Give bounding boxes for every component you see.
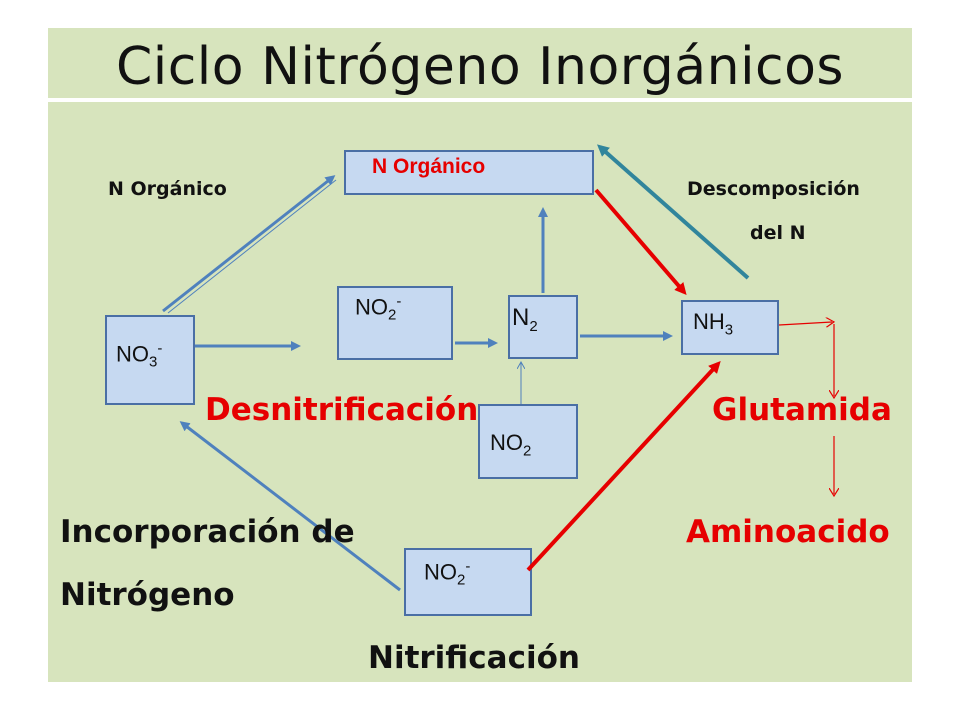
no2-mid-label: NO2 — [490, 430, 532, 460]
desnitrificacion-label: Desnitrificación — [205, 392, 479, 428]
no2-bottom-label: NO2- — [424, 558, 471, 589]
box-no2-top — [337, 286, 453, 360]
arrow-nh3-to-norganico — [597, 144, 750, 280]
nitrificacion-label: Nitrificación — [368, 640, 580, 676]
norganico-box-label: N Orgánico — [372, 155, 486, 178]
arrow-no2bottom-to-nh3 — [526, 361, 721, 572]
aminoacido-label: Aminoacido — [686, 514, 890, 550]
title-bar: Ciclo Nitrógeno Inorgánicos — [48, 28, 912, 98]
arrow-norganico-to-nh3 — [594, 188, 687, 296]
box-no3 — [105, 315, 195, 405]
descomposicion-label: Descomposición — [687, 178, 860, 200]
box-no2-mid — [478, 404, 578, 479]
arrow-no3-to-norganico — [162, 175, 336, 313]
box-no2-bottom — [404, 548, 532, 616]
n2-label: N2 — [512, 304, 538, 335]
descomposicion-label-2: del N — [750, 222, 806, 244]
arrow-nh3-to-glutamida-h — [778, 322, 832, 325]
no2-top-label: NO2- — [355, 293, 402, 324]
nitrogeno-label: Nitrógeno — [60, 577, 235, 613]
no3-label: NO3- — [116, 340, 163, 371]
nh3-label: NH3 — [693, 309, 734, 339]
incorporacion-label: Incorporación de — [60, 514, 355, 550]
box-nh3 — [681, 300, 779, 355]
n-organico-side-label: N Orgánico — [108, 178, 227, 200]
arrow-no3-to-norganico-thin — [167, 179, 337, 314]
page-title: Ciclo Nitrógeno Inorgánicos — [115, 37, 845, 97]
box-n-organico — [344, 150, 594, 195]
box-n2 — [508, 295, 578, 359]
arrow-no2bottom-to-no3 — [179, 421, 401, 592]
glutamida-label: Glutamida — [712, 392, 892, 428]
